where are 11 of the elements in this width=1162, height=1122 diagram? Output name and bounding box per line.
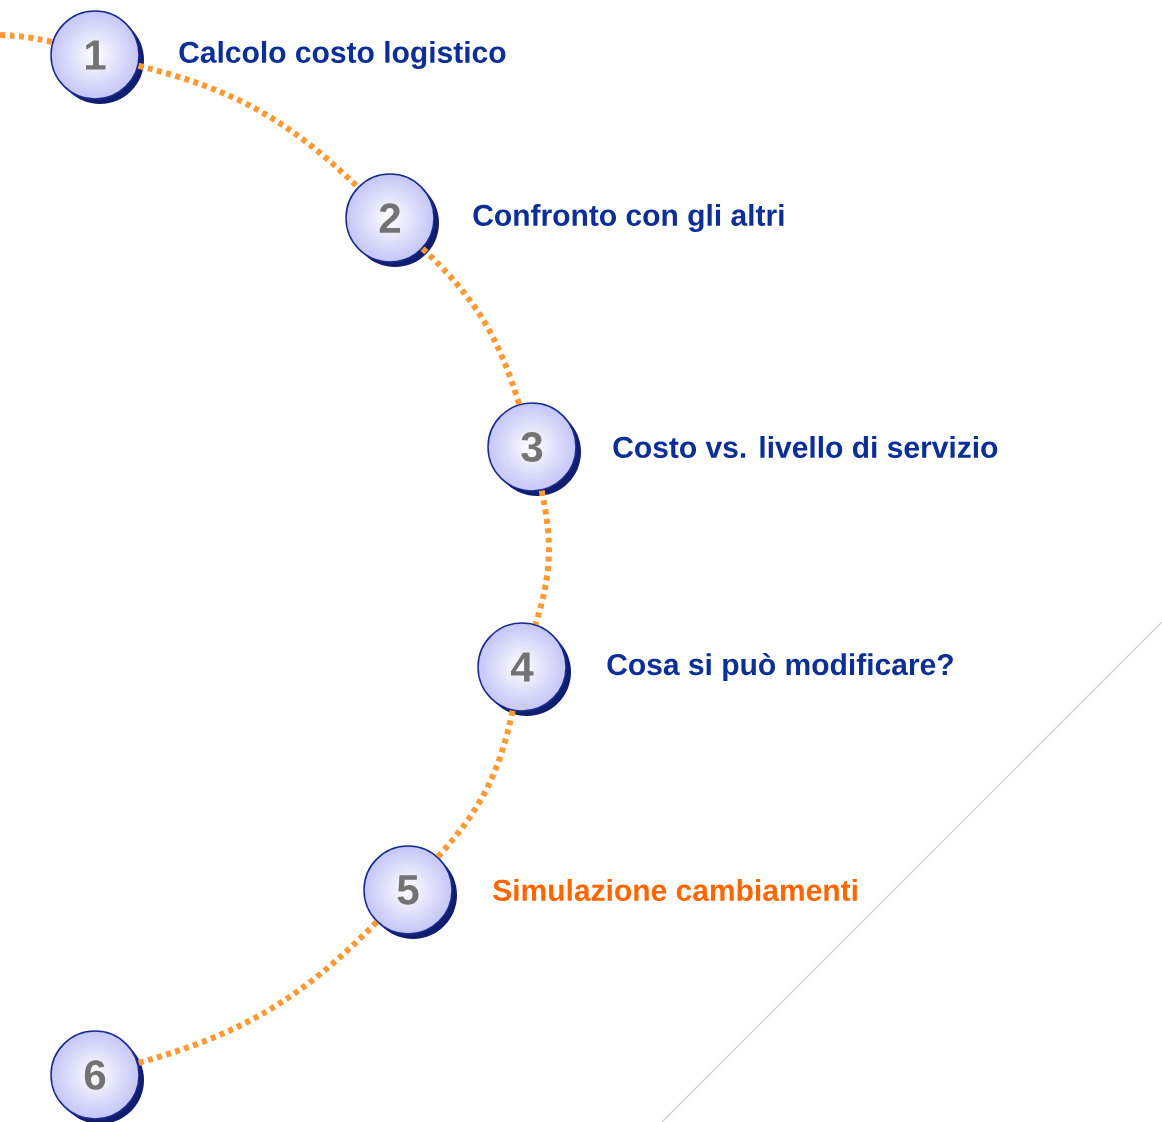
dotted-path [137,919,379,1066]
dotted-path [532,490,552,626]
step-label: Simulazione cambiamenti [493,879,857,901]
step-label: Cosa si può modificare? [607,652,953,682]
dotted-path [0,32,53,45]
step-label: Costo vs. livello di servizio [613,436,998,458]
step-label: Calcolo costo logistico [179,40,506,70]
dotted-path [420,246,522,406]
dotted-path [137,62,360,190]
step-label: Confronto con gli altri [473,203,784,233]
dotted-path [435,710,516,859]
